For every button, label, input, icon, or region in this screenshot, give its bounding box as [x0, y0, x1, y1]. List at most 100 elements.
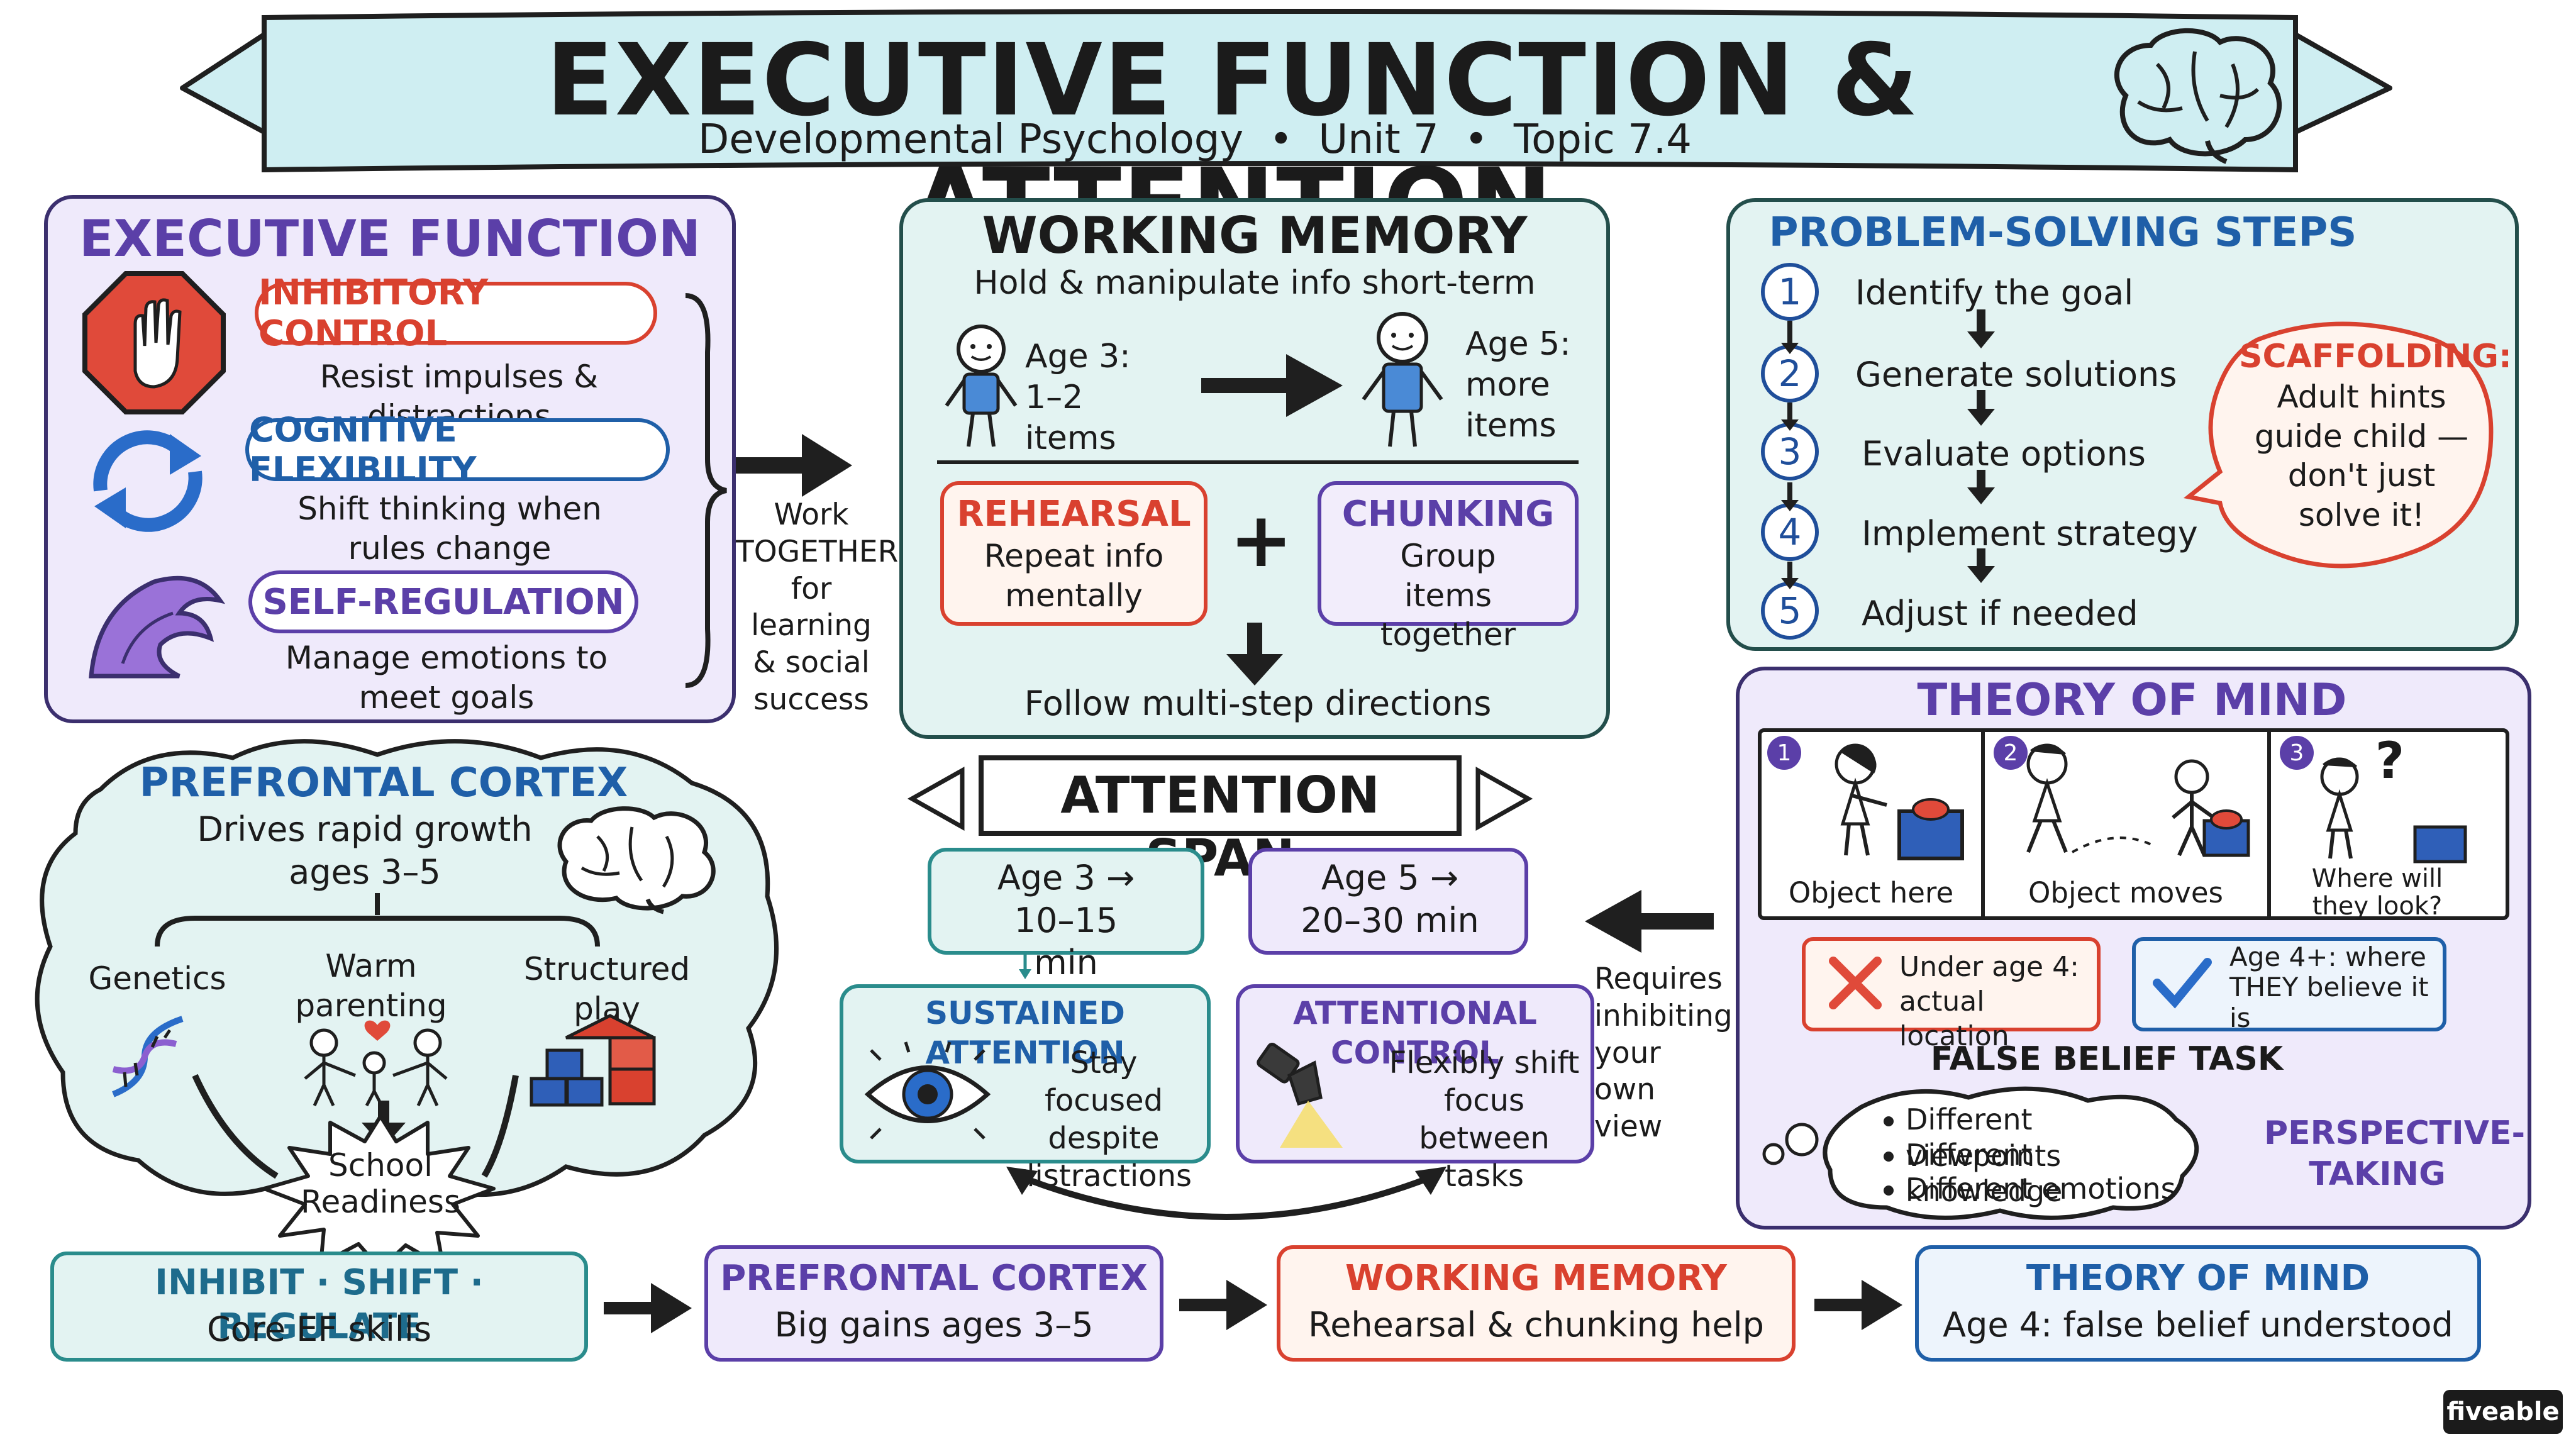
factor-genetics: Genetics	[88, 960, 226, 997]
step-text-4: Implement strategy	[1862, 514, 2198, 553]
bullet-dot	[1884, 1116, 1894, 1126]
attention-age5: Age 5 → 20–30 min	[1301, 858, 1479, 940]
summary-title-3: WORKING MEMORY	[1345, 1258, 1727, 1299]
chunking-box	[1318, 481, 1579, 626]
attention-age3: Age 3 → 10–15 min	[997, 858, 1135, 982]
working-memory-age5: Age 5: more items	[1465, 325, 1571, 445]
step-connector	[1781, 321, 1799, 589]
object-move-icon	[2026, 743, 2250, 857]
wave-icon	[89, 575, 226, 679]
perspective-taking: PERSPECTIVE-TAKING	[2264, 1114, 2526, 1193]
child-age5-icon	[1362, 312, 1443, 447]
sustained-attention-title: SUSTAINED ATTENTION	[925, 995, 1125, 1071]
eye-icon	[864, 1041, 991, 1140]
x-mark-icon	[1829, 957, 1882, 1009]
working-memory-subtitle: Hold & manipulate info short-term	[974, 264, 1536, 302]
rehearsal-title: REHEARSAL	[957, 494, 1191, 535]
rehearsal-box	[940, 481, 1208, 626]
step-text-5: Adjust if needed	[1862, 594, 2138, 633]
attention-side-note: Requires inhibiting your own view	[1594, 962, 1733, 1144]
arrow-down-icon	[1226, 623, 1283, 686]
summary-desc-4: Age 4: false belief understood	[1943, 1305, 2453, 1345]
attention-age5-box	[1248, 848, 1528, 955]
self-regulation-desc: Manage emotions to meet goals	[285, 640, 608, 716]
panel-badge-2: 2	[1994, 736, 2028, 770]
question-mark: ?	[2375, 731, 2405, 790]
arrow-right-icon	[1201, 354, 1343, 417]
bullet-emotions: Different emotions	[1906, 1172, 2176, 1206]
cognitive-flexibility-desc: Shift thinking when rules change	[297, 491, 602, 567]
family-icon	[304, 1020, 448, 1107]
small-arrow	[1019, 953, 1031, 979]
comic-divider	[2267, 728, 2271, 920]
fiveable-logo[interactable]: fiveable	[2443, 1390, 2563, 1434]
brain-icon	[557, 806, 716, 914]
arrow-right-icon	[736, 434, 852, 497]
panel-caption-3: Where will they look?	[2311, 864, 2443, 921]
step-number-1: 1	[1761, 263, 1819, 321]
factor-structured-play: Structured play	[523, 951, 691, 1027]
scaffolding-title: SCAFFOLDING:	[2239, 338, 2512, 375]
arrow-right-icon	[1179, 1280, 1267, 1330]
working-memory-title: WORKING MEMORY	[982, 206, 1528, 265]
summary-title-2: PREFRONTAL CORTEX	[720, 1258, 1148, 1299]
prefrontal-tree-lines	[155, 893, 600, 947]
sustained-attention-desc: Stay focused despite distractions	[1015, 1045, 1192, 1194]
bullet-dot	[1884, 1152, 1894, 1162]
prefrontal-title: PREFRONTAL CORTEX	[139, 760, 628, 806]
blocks-icon	[530, 1014, 656, 1107]
panel-badge-1: 1	[1767, 736, 1801, 770]
school-readiness: School Readiness	[300, 1147, 461, 1220]
step-text-1: Identify the goal	[1855, 273, 2134, 313]
factor-warm-parenting: Warm parenting	[295, 948, 447, 1024]
panel-caption-1: Object here	[1788, 876, 1954, 909]
brace	[685, 293, 727, 688]
chunking-title: CHUNKING	[1341, 494, 1555, 535]
comic-divider	[1981, 728, 1985, 920]
child-age3-icon	[945, 325, 1018, 447]
step-text-3: Evaluate options	[1862, 434, 2146, 474]
work-together-text: Work TOGETHER for learning & social succ…	[736, 497, 899, 717]
cognitive-flexibility-label: COGNITIVE FLEXIBILITY	[245, 410, 670, 489]
summary-desc-1: Core EF skills	[206, 1309, 432, 1349]
panel-badge-3: 3	[2280, 736, 2314, 770]
problem-solving-title: PROBLEM-SOLVING STEPS	[1768, 209, 2357, 256]
step-text-2: Generate solutions	[1855, 355, 2177, 394]
check-mark-icon	[2153, 958, 2212, 1009]
scaffolding-bubble	[2183, 321, 2494, 569]
stop-hand-icon	[82, 271, 226, 414]
divider	[937, 460, 1579, 464]
attentional-control-desc: Flexibly shift focus between tasks	[1389, 1045, 1580, 1194]
thought-cloud	[1762, 1086, 2199, 1220]
page-subtitle: Developmental Psychology • Unit 7 • Topi…	[698, 116, 1692, 163]
summary-desc-3: Rehearsal & chunking help	[1308, 1305, 1764, 1345]
summary-desc-2: Big gains ages 3–5	[774, 1305, 1094, 1345]
arrow-right-icon	[604, 1283, 692, 1333]
arrow-left-icon	[1585, 890, 1714, 953]
flashlight-icon	[1257, 1042, 1343, 1148]
executive-function-title: EXECUTIVE FUNCTION	[79, 209, 701, 268]
step-number-2: 2	[1761, 345, 1819, 402]
cycle-arrows-icon	[93, 430, 203, 532]
dna-icon	[112, 1016, 184, 1097]
title-banner	[180, 9, 2392, 173]
under4-text: Under age 4: actual location	[1899, 951, 2079, 1052]
arrow-right-icon	[1814, 1280, 1902, 1330]
bidirectional-arrow	[1006, 1167, 1446, 1220]
inhibitory-control-label: INHIBITORY CONTROL	[255, 272, 657, 354]
chunking-desc: Group items together	[1380, 538, 1516, 653]
summary-box-3	[1277, 1245, 1796, 1362]
false-belief-label: FALSE BELIEF TASK	[1930, 1040, 2284, 1078]
summary-title-1: INHIBIT · SHIFT · REGULATE	[155, 1262, 484, 1347]
bullet-knowledge: Different knowledge	[1906, 1138, 2063, 1208]
self-regulation-label: SELF-REGULATION	[248, 570, 638, 633]
scaffolding-text: Adult hints guide child — don't just sol…	[2254, 379, 2469, 533]
summary-box-2	[704, 1245, 1163, 1362]
prefrontal-subtitle: Drives rapid growth ages 3–5	[197, 809, 533, 892]
step-number-4: 4	[1761, 503, 1819, 561]
working-memory-result: Follow multi-step directions	[1024, 684, 1492, 723]
attention-banner	[907, 755, 1533, 836]
summary-title-4: THEORY OF MIND	[2026, 1258, 2370, 1299]
rehearsal-desc: Repeat info mentally	[984, 538, 1164, 614]
brain-icon	[2114, 28, 2282, 164]
